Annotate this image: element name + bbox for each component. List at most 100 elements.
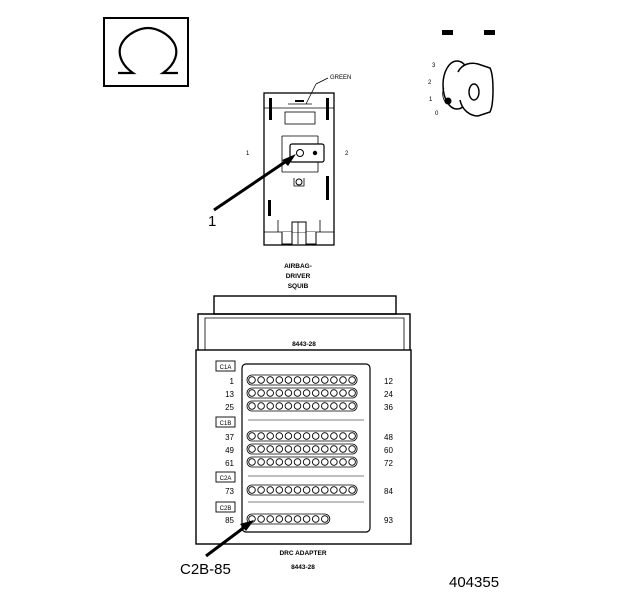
pin-hole[interactable] bbox=[339, 432, 347, 440]
pin-hole[interactable] bbox=[266, 445, 274, 453]
pin-hole[interactable] bbox=[302, 432, 311, 440]
pin-hole[interactable] bbox=[275, 515, 284, 523]
pin-hole[interactable] bbox=[348, 486, 356, 494]
pin-hole[interactable] bbox=[311, 445, 320, 453]
pin-hole[interactable] bbox=[257, 402, 265, 410]
pin-hole[interactable] bbox=[311, 389, 320, 397]
pin-hole[interactable] bbox=[266, 515, 274, 523]
pin-hole[interactable] bbox=[311, 458, 320, 466]
pin-hole[interactable] bbox=[275, 389, 284, 397]
pin-hole[interactable] bbox=[330, 445, 338, 453]
pin-hole[interactable] bbox=[284, 515, 293, 523]
pin-hole[interactable] bbox=[293, 389, 302, 397]
pin-hole[interactable] bbox=[311, 515, 320, 523]
pin-hole[interactable] bbox=[275, 376, 284, 384]
pin-hole[interactable] bbox=[348, 389, 356, 397]
pin-hole[interactable] bbox=[293, 515, 302, 523]
pin-hole[interactable] bbox=[284, 376, 293, 384]
pin-hole[interactable] bbox=[266, 376, 274, 384]
squib-terminal-label: 2 bbox=[345, 151, 349, 157]
pin-hole[interactable] bbox=[321, 458, 329, 466]
pin-hole[interactable] bbox=[284, 486, 293, 494]
switch-position-label: 3 bbox=[432, 63, 436, 69]
pin-hole[interactable] bbox=[275, 432, 284, 440]
pin-hole[interactable] bbox=[248, 486, 256, 494]
pin-hole[interactable] bbox=[339, 445, 347, 453]
pin-hole[interactable] bbox=[302, 376, 311, 384]
pin-hole[interactable] bbox=[321, 486, 329, 494]
pin-hole[interactable] bbox=[330, 402, 338, 410]
pin-hole[interactable] bbox=[275, 402, 284, 410]
pin-hole[interactable] bbox=[257, 458, 265, 466]
pin-hole[interactable] bbox=[257, 376, 265, 384]
pin-hole[interactable] bbox=[248, 445, 256, 453]
pin-hole[interactable] bbox=[302, 486, 311, 494]
pin-range-end: 93 bbox=[384, 516, 393, 525]
pin-hole[interactable] bbox=[248, 376, 256, 384]
pin-hole[interactable] bbox=[293, 432, 302, 440]
pin-hole[interactable] bbox=[257, 432, 265, 440]
pin-hole[interactable] bbox=[266, 402, 274, 410]
pin-hole[interactable] bbox=[330, 432, 338, 440]
pin-hole[interactable] bbox=[302, 458, 311, 466]
pin-hole[interactable] bbox=[321, 432, 329, 440]
pin-hole[interactable] bbox=[302, 389, 311, 397]
pin-hole[interactable] bbox=[321, 515, 329, 523]
pin-hole[interactable] bbox=[311, 486, 320, 494]
pin-hole[interactable] bbox=[339, 458, 347, 466]
pin-hole[interactable] bbox=[275, 445, 284, 453]
pin-hole[interactable] bbox=[330, 458, 338, 466]
pin-hole[interactable] bbox=[348, 432, 356, 440]
pin-hole[interactable] bbox=[293, 486, 302, 494]
pin-hole[interactable] bbox=[275, 486, 284, 494]
pin-hole[interactable] bbox=[248, 402, 256, 410]
pin-hole[interactable] bbox=[321, 376, 329, 384]
pin-hole[interactable] bbox=[321, 389, 329, 397]
pin-hole[interactable] bbox=[293, 402, 302, 410]
pin-hole[interactable] bbox=[257, 515, 265, 523]
pin-hole[interactable] bbox=[330, 376, 338, 384]
pin-hole[interactable] bbox=[311, 432, 320, 440]
pin-range-start: 73 bbox=[225, 487, 234, 496]
connector-group-label: C2A bbox=[220, 476, 232, 482]
pin-hole[interactable] bbox=[311, 376, 320, 384]
pin-hole[interactable] bbox=[257, 389, 265, 397]
pin-hole[interactable] bbox=[248, 389, 256, 397]
pin-hole[interactable] bbox=[257, 445, 265, 453]
pin-hole[interactable] bbox=[266, 389, 274, 397]
pin-hole[interactable] bbox=[284, 458, 293, 466]
pin-hole[interactable] bbox=[302, 445, 311, 453]
pin-hole[interactable] bbox=[330, 486, 338, 494]
pin-hole[interactable] bbox=[293, 445, 302, 453]
pin-hole[interactable] bbox=[348, 458, 356, 466]
pin-hole[interactable] bbox=[302, 402, 311, 410]
pin-range-end: 12 bbox=[384, 377, 393, 386]
pin-hole[interactable] bbox=[348, 445, 356, 453]
pin-hole[interactable] bbox=[339, 486, 347, 494]
pin-hole[interactable] bbox=[339, 402, 347, 410]
pin-hole[interactable] bbox=[339, 376, 347, 384]
pin-hole[interactable] bbox=[321, 402, 329, 410]
pin-hole[interactable] bbox=[266, 486, 274, 494]
pin-hole[interactable] bbox=[330, 389, 338, 397]
pin-hole[interactable] bbox=[257, 486, 265, 494]
pin-hole[interactable] bbox=[284, 432, 293, 440]
pin-hole[interactable] bbox=[311, 402, 320, 410]
pin-hole[interactable] bbox=[348, 376, 356, 384]
pin-hole[interactable] bbox=[248, 432, 256, 440]
pin-hole[interactable] bbox=[293, 458, 302, 466]
pin-hole[interactable] bbox=[321, 445, 329, 453]
pin-hole[interactable] bbox=[275, 458, 284, 466]
pin-hole[interactable] bbox=[293, 376, 302, 384]
pin-hole[interactable] bbox=[302, 515, 311, 523]
pin-hole[interactable] bbox=[284, 402, 293, 410]
pin-hole[interactable] bbox=[266, 432, 274, 440]
pin-hole[interactable] bbox=[284, 389, 293, 397]
pin-hole[interactable] bbox=[266, 458, 274, 466]
pin-hole[interactable] bbox=[348, 402, 356, 410]
pin-row bbox=[246, 400, 358, 412]
pin-hole[interactable] bbox=[284, 445, 293, 453]
pin-hole[interactable] bbox=[339, 389, 347, 397]
pin-hole[interactable] bbox=[248, 458, 256, 466]
